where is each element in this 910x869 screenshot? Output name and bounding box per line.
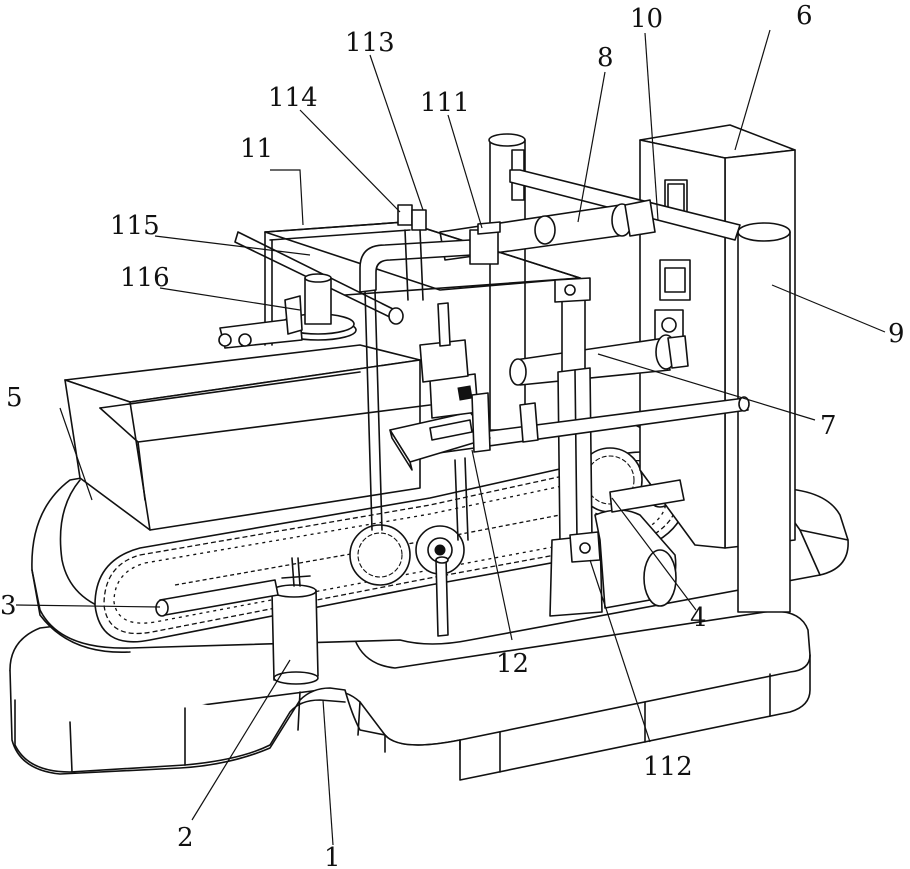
label-114: 114 — [268, 83, 318, 113]
label-11: 11 — [240, 134, 273, 164]
label-1: 1 — [324, 843, 341, 869]
label-7: 7 — [820, 411, 837, 441]
label-8: 8 — [597, 43, 614, 73]
label-112: 112 — [643, 752, 693, 782]
label-5: 5 — [6, 383, 23, 413]
label-2: 2 — [177, 823, 194, 853]
label-6: 6 — [796, 1, 813, 31]
label-116: 116 — [120, 263, 170, 293]
pole-9 — [738, 223, 790, 612]
label-111: 111 — [420, 88, 470, 118]
label-9: 9 — [888, 319, 905, 349]
label-113: 113 — [345, 28, 395, 58]
label-10: 10 — [630, 4, 663, 34]
label-115: 115 — [110, 211, 160, 241]
label-12: 12 — [496, 649, 529, 679]
label-4: 4 — [690, 603, 707, 633]
label-3: 3 — [0, 591, 17, 621]
